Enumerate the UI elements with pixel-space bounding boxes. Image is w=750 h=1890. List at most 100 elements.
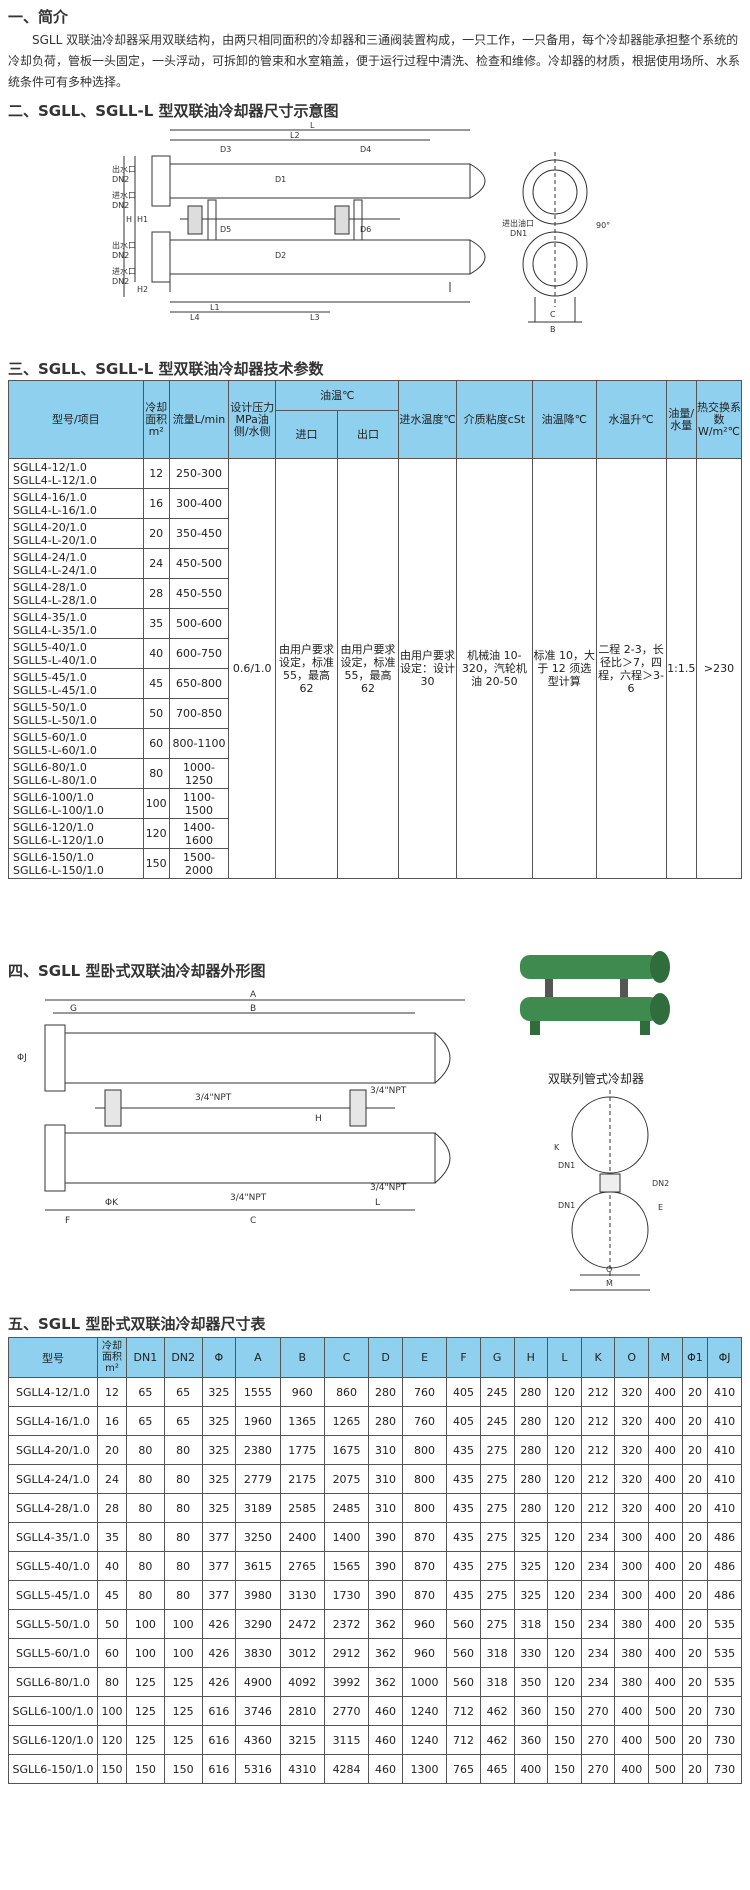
tech-model: SGLL4-35/1.0 SGLL4-L-35/1.0 — [8, 608, 144, 639]
dim-cell: 318 — [513, 1609, 549, 1639]
dim-cell: 20 — [681, 1725, 709, 1755]
dim-cell: 460 — [368, 1754, 403, 1784]
tech-flow: 350-450 — [168, 518, 230, 549]
dim-cell: 960 — [401, 1609, 448, 1639]
dim-cell: 325 — [201, 1464, 237, 1494]
dim-cell: 800 — [401, 1493, 448, 1523]
dim-cell: 270 — [580, 1754, 616, 1784]
lbl-L4: L4 — [190, 313, 200, 322]
dim-header: Φ1 — [681, 1337, 709, 1378]
dim-cell: 3615 — [235, 1551, 281, 1581]
dim-cell: 80 — [126, 1464, 165, 1494]
valve-right — [334, 205, 350, 235]
dim-header: 冷却面积m² — [97, 1337, 127, 1378]
flange-right — [353, 199, 363, 241]
dim-cell: 45 — [97, 1580, 127, 1610]
dim-header: L — [547, 1337, 582, 1378]
dim-header: A — [235, 1337, 281, 1378]
dim-cell: 212 — [580, 1435, 616, 1465]
dim-cell: 4900 — [235, 1667, 281, 1697]
dim-cell: 80 — [97, 1667, 127, 1697]
tech-model: SGLL4-16/1.0 SGLL4-L-16/1.0 — [8, 488, 144, 519]
dim-cell: 616 — [201, 1754, 237, 1784]
dim-cell: 275 — [479, 1580, 515, 1610]
dim-cell: 275 — [479, 1551, 515, 1581]
dim-cell: 400 — [648, 1406, 683, 1436]
e-lbl-M: M — [606, 1279, 613, 1288]
dim-cell: 280 — [513, 1377, 549, 1407]
th-oil-drop: 油温降℃ — [531, 380, 597, 459]
dim-cell: 400 — [648, 1609, 683, 1639]
dim-cell: 280 — [368, 1406, 403, 1436]
tech-flow: 700-850 — [168, 698, 230, 729]
th-water-in: 进水温度℃ — [398, 380, 457, 459]
h-lower-shell — [64, 1132, 436, 1184]
dim-cell: 360 — [513, 1696, 549, 1726]
dim-cell: 320 — [614, 1377, 650, 1407]
dim-cell: 3992 — [323, 1667, 370, 1697]
dim-cell: 435 — [446, 1435, 481, 1465]
dim-cell: 100 — [163, 1609, 203, 1639]
h-lbl-npt-3: 3/4"NPT — [230, 1193, 267, 1203]
dim-cell: 1555 — [235, 1377, 281, 1407]
lbl-oil-port: 进出油口 — [502, 218, 534, 228]
tech-params-table: 型号/项目 冷却面积m² 流量L/min 设计压力MPa油侧/水侧 油温℃ 进水… — [8, 380, 743, 879]
dim-cell: 460 — [368, 1725, 403, 1755]
lbl-D2: D2 — [275, 251, 286, 260]
dim-cell: 1240 — [401, 1725, 448, 1755]
dim-cell: 380 — [614, 1638, 650, 1668]
lbl-H1: H1 — [137, 215, 148, 224]
dim-cell: 1960 — [235, 1406, 281, 1436]
dim-cell: 300 — [614, 1522, 650, 1552]
sec4-end-view: DN1 DN2 DN1 M O K E — [540, 1090, 675, 1300]
dim-cell: 350 — [513, 1667, 549, 1697]
dim-cell: 960 — [279, 1377, 325, 1407]
dim-model: SGLL4-12/1.0 — [8, 1377, 98, 1407]
h-valve-left — [104, 1089, 122, 1127]
sec2-title: 二、SGLL、SGLL-L 型双联油冷却器尺寸示意图 — [8, 102, 339, 120]
lbl-D3: D3 — [220, 145, 231, 154]
dim-cell: 3830 — [235, 1638, 281, 1668]
dim-model: SGLL5-40/1.0 — [8, 1551, 98, 1581]
dim-cell: 400 — [614, 1696, 650, 1726]
dim-cell: 2765 — [279, 1551, 325, 1581]
dim-cell: 125 — [163, 1725, 203, 1755]
lbl-L3: L3 — [310, 313, 320, 322]
dim-cell: 65 — [163, 1406, 203, 1436]
lbl-D6: D6 — [360, 225, 371, 234]
tech-area: 40 — [142, 638, 170, 669]
tech-area: 12 — [142, 458, 170, 489]
dim-model: SGLL4-20/1.0 — [8, 1435, 98, 1465]
sec1-title: 一、简介 — [8, 8, 69, 26]
dim-cell: 320 — [614, 1464, 650, 1494]
dim-model: SGLL5-50/1.0 — [8, 1609, 98, 1639]
tech-flow: 600-750 — [168, 638, 230, 669]
dim-cell: 120 — [547, 1638, 582, 1668]
tech-model: SGLL6-120/1.0 SGLL6-L-120/1.0 — [8, 818, 144, 849]
h-lbl-B: B — [250, 1004, 256, 1014]
dim-cell: 426 — [201, 1638, 237, 1668]
dim-model: SGLL4-16/1.0 — [8, 1406, 98, 1436]
dim-header: DN1 — [126, 1337, 165, 1378]
dim-cell: 1730 — [323, 1580, 370, 1610]
dim-header: F — [446, 1337, 481, 1378]
dim-cell: 4284 — [323, 1754, 370, 1784]
dim-cell: 35 — [97, 1522, 127, 1552]
th-ratio: 油量/水量 — [665, 380, 697, 459]
dim-cell: 65 — [163, 1377, 203, 1407]
e-lbl-dn1b: DN1 — [558, 1201, 575, 1210]
dim-cell: 120 — [547, 1667, 582, 1697]
dim-cell: 616 — [201, 1725, 237, 1755]
lbl-L: L — [310, 122, 315, 130]
tech-merged-oil_drop: 标准 10，大于 12 须选型计算 — [531, 458, 597, 879]
tech-area: 150 — [142, 848, 170, 879]
dim-cell: 712 — [446, 1725, 481, 1755]
dim-cell: 760 — [401, 1377, 448, 1407]
dim-cell: 125 — [163, 1696, 203, 1726]
